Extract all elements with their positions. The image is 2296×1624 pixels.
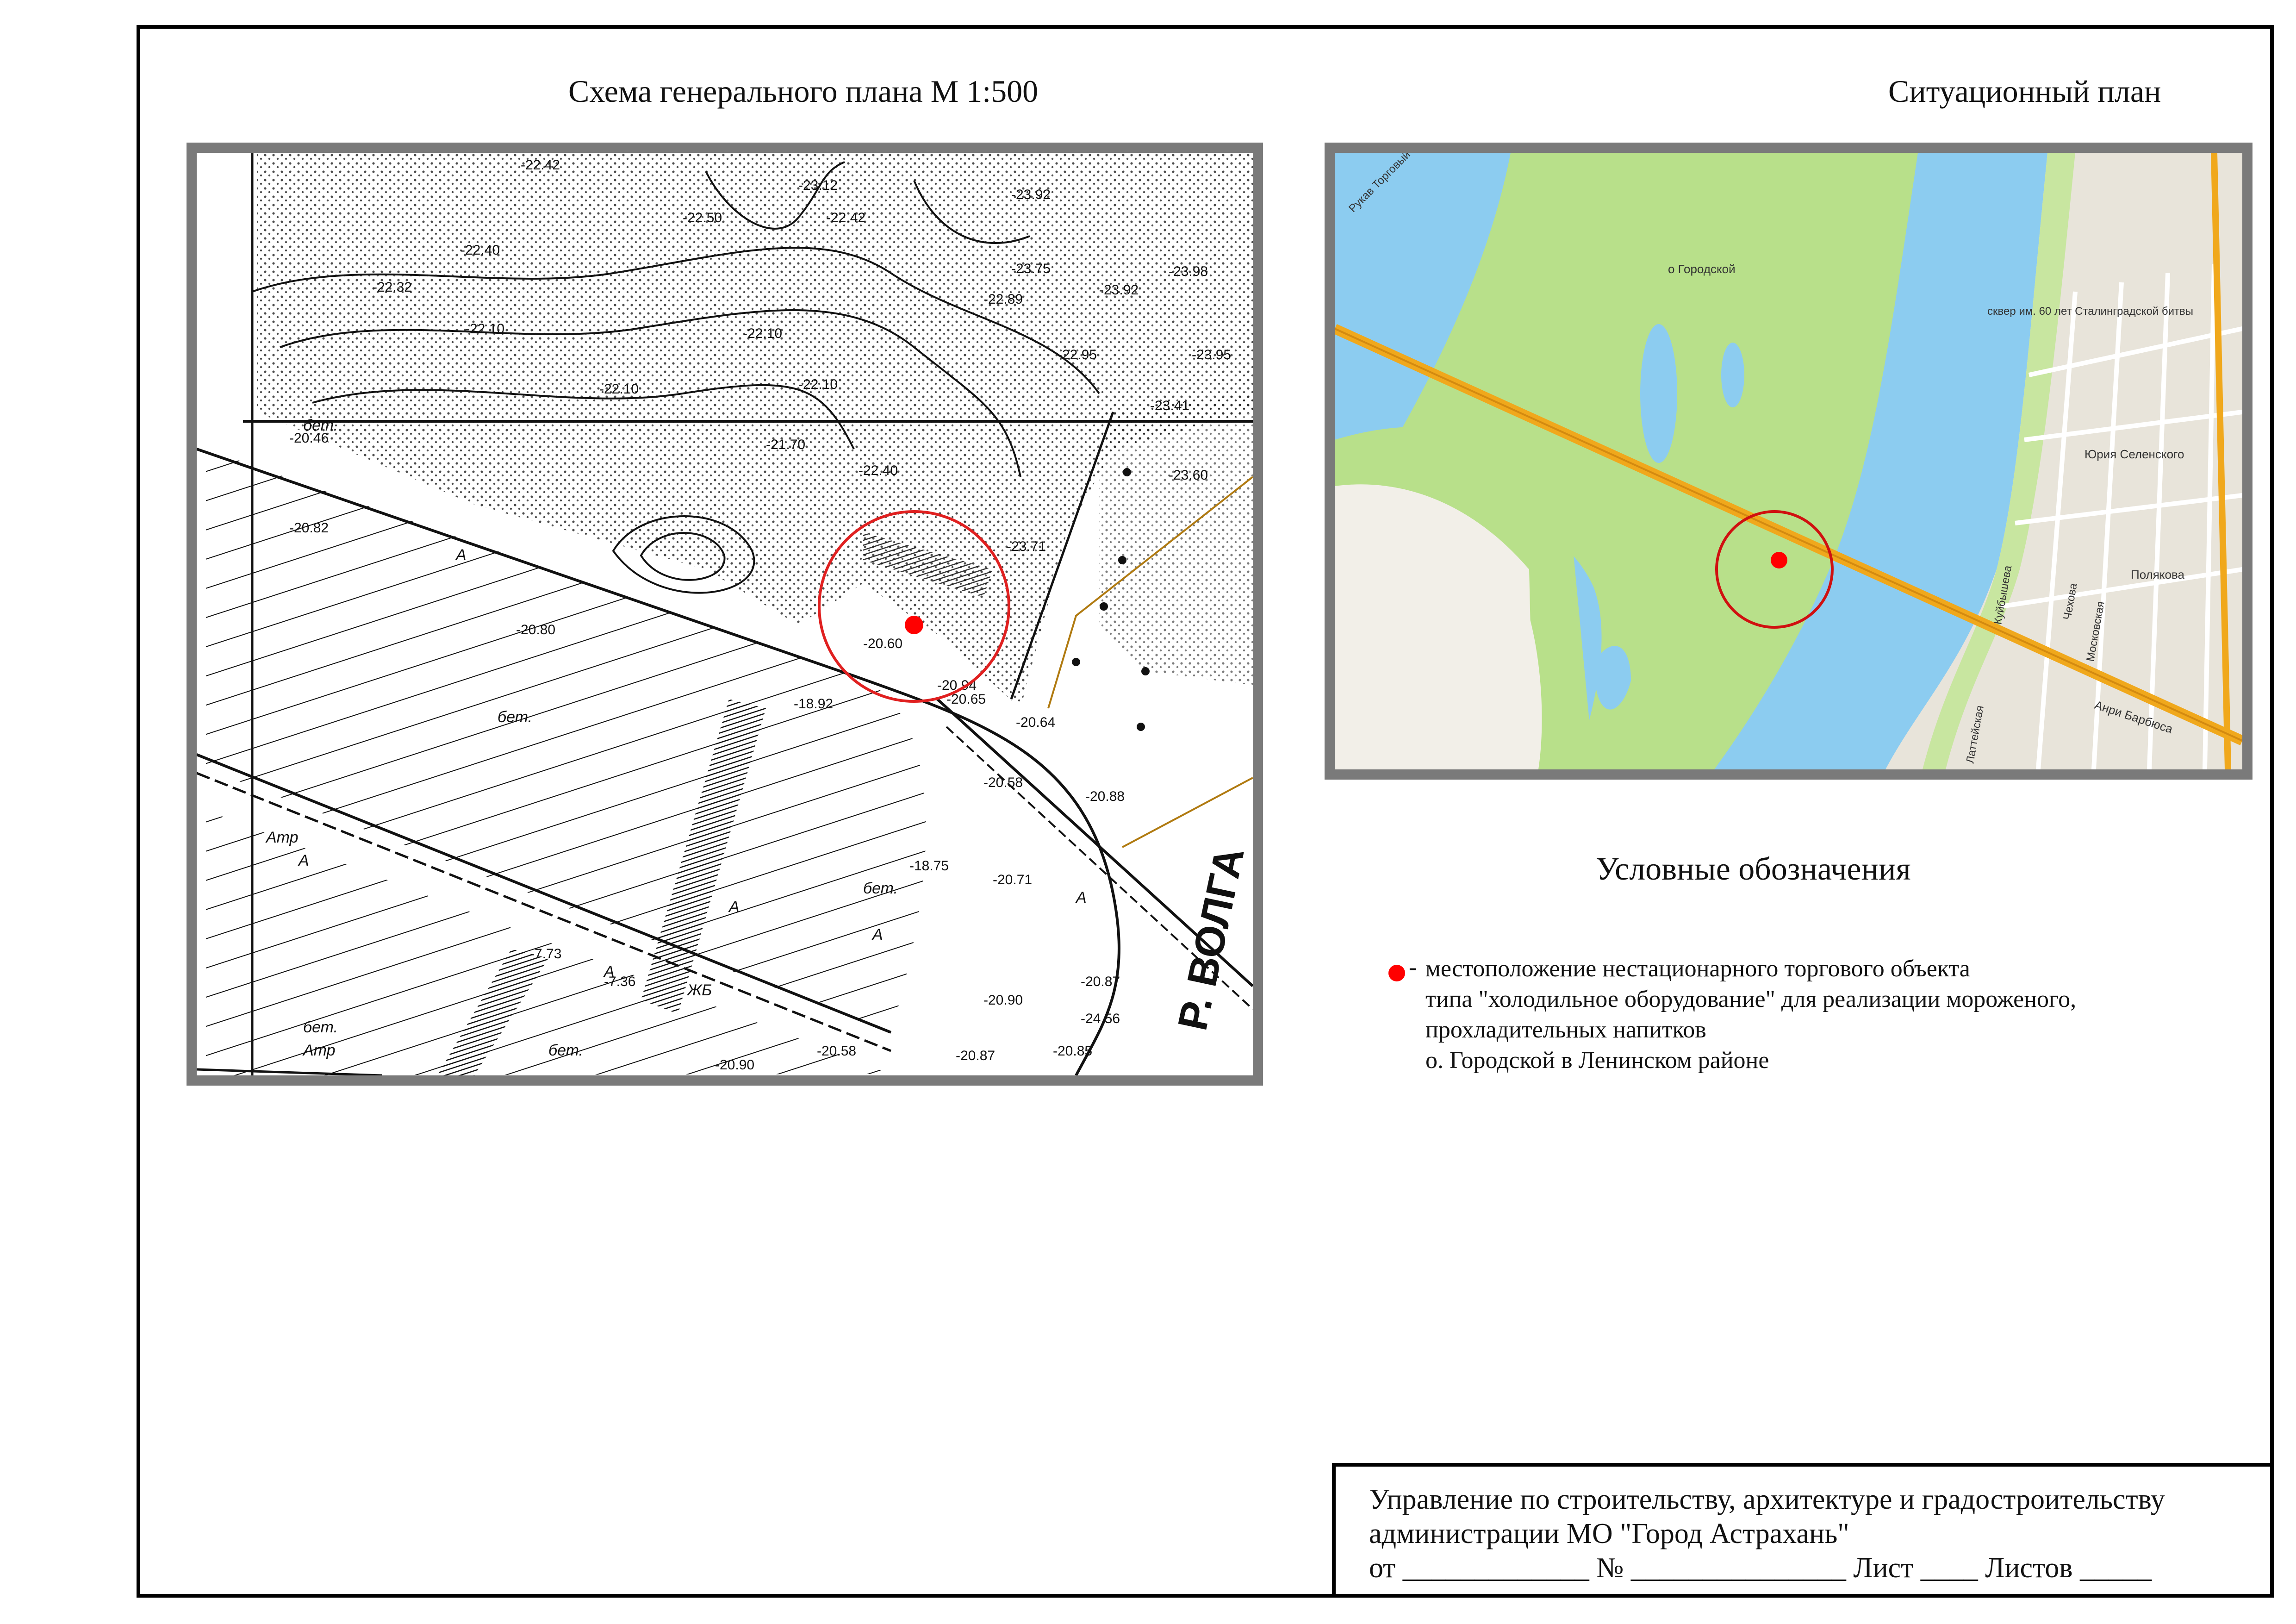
legend-line: прохладительных напитков xyxy=(1425,1017,1706,1043)
elevation-label: -23.60 xyxy=(1169,468,1208,483)
surface-label: ЖБ xyxy=(686,981,712,999)
elevation-label: -23.95 xyxy=(1192,347,1231,362)
drawing-frame xyxy=(137,25,2274,1598)
title-block: Управление по строительству, архитектуре… xyxy=(1332,1463,2274,1598)
legend-line: местоположение нестационарного торгового… xyxy=(1425,956,1970,982)
elevation-label: -20.46 xyxy=(289,431,329,446)
elevation-label: -22.32 xyxy=(373,280,412,295)
elevation-label: -18.92 xyxy=(794,696,833,712)
surface-labels: бет. бет. бет. бет. бет. А А А А А А ЖБ … xyxy=(265,417,1087,1059)
general-plan-drawing: Р. ВОЛГА -22.42 -23.12 -22.50 -22.42 -23… xyxy=(197,153,1253,1075)
surface-label: Атр xyxy=(265,829,299,846)
elevation-label: -18.75 xyxy=(909,858,949,874)
elevation-label: -20.88 xyxy=(1085,789,1125,804)
general-plan-title: Схема генерального плана М 1:500 xyxy=(568,74,1039,109)
elevation-label: -20.90 xyxy=(983,993,1023,1008)
legend-text: местоположение нестационарного торгового… xyxy=(1425,954,2076,1076)
elevation-label: -24.56 xyxy=(1081,1011,1120,1026)
stamp-organization: Управление по строительству, архитектуре… xyxy=(1369,1484,2165,1515)
elevation-label: -21.70 xyxy=(766,437,805,452)
surface-label: А xyxy=(603,963,615,981)
street-label: Полякова xyxy=(2131,568,2184,581)
surface-label: бет. xyxy=(548,1042,583,1059)
elevation-label: -7.73 xyxy=(530,946,561,962)
island-label: о Городской xyxy=(1668,262,1736,276)
location-marker[interactable] xyxy=(905,616,923,634)
elevation-label: -23.71 xyxy=(1007,539,1046,554)
elevation-label: -22.40 xyxy=(460,243,500,258)
elevation-label: -20.58 xyxy=(983,775,1023,790)
elevation-label: -22.42 xyxy=(521,157,560,173)
stamp-administration: администрации МО "Город Астрахань" xyxy=(1369,1518,1849,1549)
elevation-label: -20.60 xyxy=(863,636,902,651)
situation-plan-map[interactable]: о Городской сквер им. 60 лет Сталинградс… xyxy=(1325,143,2252,780)
stamp-details: от _____________ № _______________ Лист … xyxy=(1369,1552,2152,1584)
general-plan-map[interactable]: Р. ВОЛГА -22.42 -23.12 -22.50 -22.42 -23… xyxy=(187,143,1263,1086)
surface-label: бет. xyxy=(498,708,532,726)
elevation-label: -20.82 xyxy=(289,520,329,536)
elevation-labels: -22.42 -23.12 -22.50 -22.42 -23.92 -22.4… xyxy=(289,157,1231,1073)
surface-label: бет. xyxy=(303,417,338,434)
surface-label: А xyxy=(1075,889,1087,906)
elevation-label: -23.41 xyxy=(1150,398,1189,413)
elevation-label: -20.87 xyxy=(1081,974,1120,989)
elevation-label: -20.71 xyxy=(993,872,1032,887)
elevation-label: -23.75 xyxy=(1011,261,1051,276)
elevation-label: -22.42 xyxy=(826,210,865,225)
surface-label: Атр xyxy=(302,1042,336,1059)
elevation-label: -20.58 xyxy=(817,1043,856,1059)
elevation-label: -20.85 xyxy=(1053,1043,1092,1059)
surface-label: бет. xyxy=(303,1018,338,1036)
elevation-label: -20.87 xyxy=(956,1048,995,1063)
surface-label: бет. xyxy=(863,880,898,897)
legend-dash: - xyxy=(1409,954,1417,981)
elevation-label: -23.92 xyxy=(1099,282,1139,298)
elevation-label: -22.40 xyxy=(859,463,898,478)
elevation-label: -22.89 xyxy=(983,292,1023,307)
elevation-label: -20.90 xyxy=(715,1057,754,1073)
elevation-label: -22.50 xyxy=(683,210,722,225)
elevation-label: -20.80 xyxy=(516,622,555,637)
situation-map-drawing: о Городской сквер им. 60 лет Сталинградс… xyxy=(1335,153,2242,769)
location-circle xyxy=(818,510,1010,703)
elevation-label: -22.95 xyxy=(1058,347,1097,362)
situation-location-marker[interactable] xyxy=(1771,552,1787,568)
elevation-label: -23.92 xyxy=(1011,187,1051,202)
legend-marker-icon xyxy=(1388,965,1405,981)
elevation-label: -22.10 xyxy=(599,381,639,397)
legend-line: типа "холодильное оборудование" для реал… xyxy=(1425,986,2077,1012)
elevation-label: -23.98 xyxy=(1169,264,1208,279)
elevation-label: -22.10 xyxy=(743,326,782,341)
elevation-label: -22.10 xyxy=(798,377,838,392)
square-label: сквер им. 60 лет Сталинградской битвы xyxy=(1987,305,2193,318)
surface-label: А xyxy=(728,898,740,916)
situation-plan-title: Ситуационный план xyxy=(1888,74,2161,109)
legend-title: Условные обозначения xyxy=(1596,851,1911,887)
elevation-label: -7.36 xyxy=(604,974,635,989)
surface-label: А xyxy=(455,546,467,564)
elevation-label: -20.64 xyxy=(1016,715,1055,730)
surface-label: А xyxy=(871,926,883,943)
elevation-label: -23.12 xyxy=(798,178,838,193)
legend-line: о. Городской в Ленинском районе xyxy=(1425,1047,1769,1074)
situation-location-circle xyxy=(1715,510,1834,629)
surface-label: А xyxy=(298,852,309,869)
elevation-label: -22.10 xyxy=(465,321,504,337)
street-label: Юрия Селенского xyxy=(2084,447,2184,461)
